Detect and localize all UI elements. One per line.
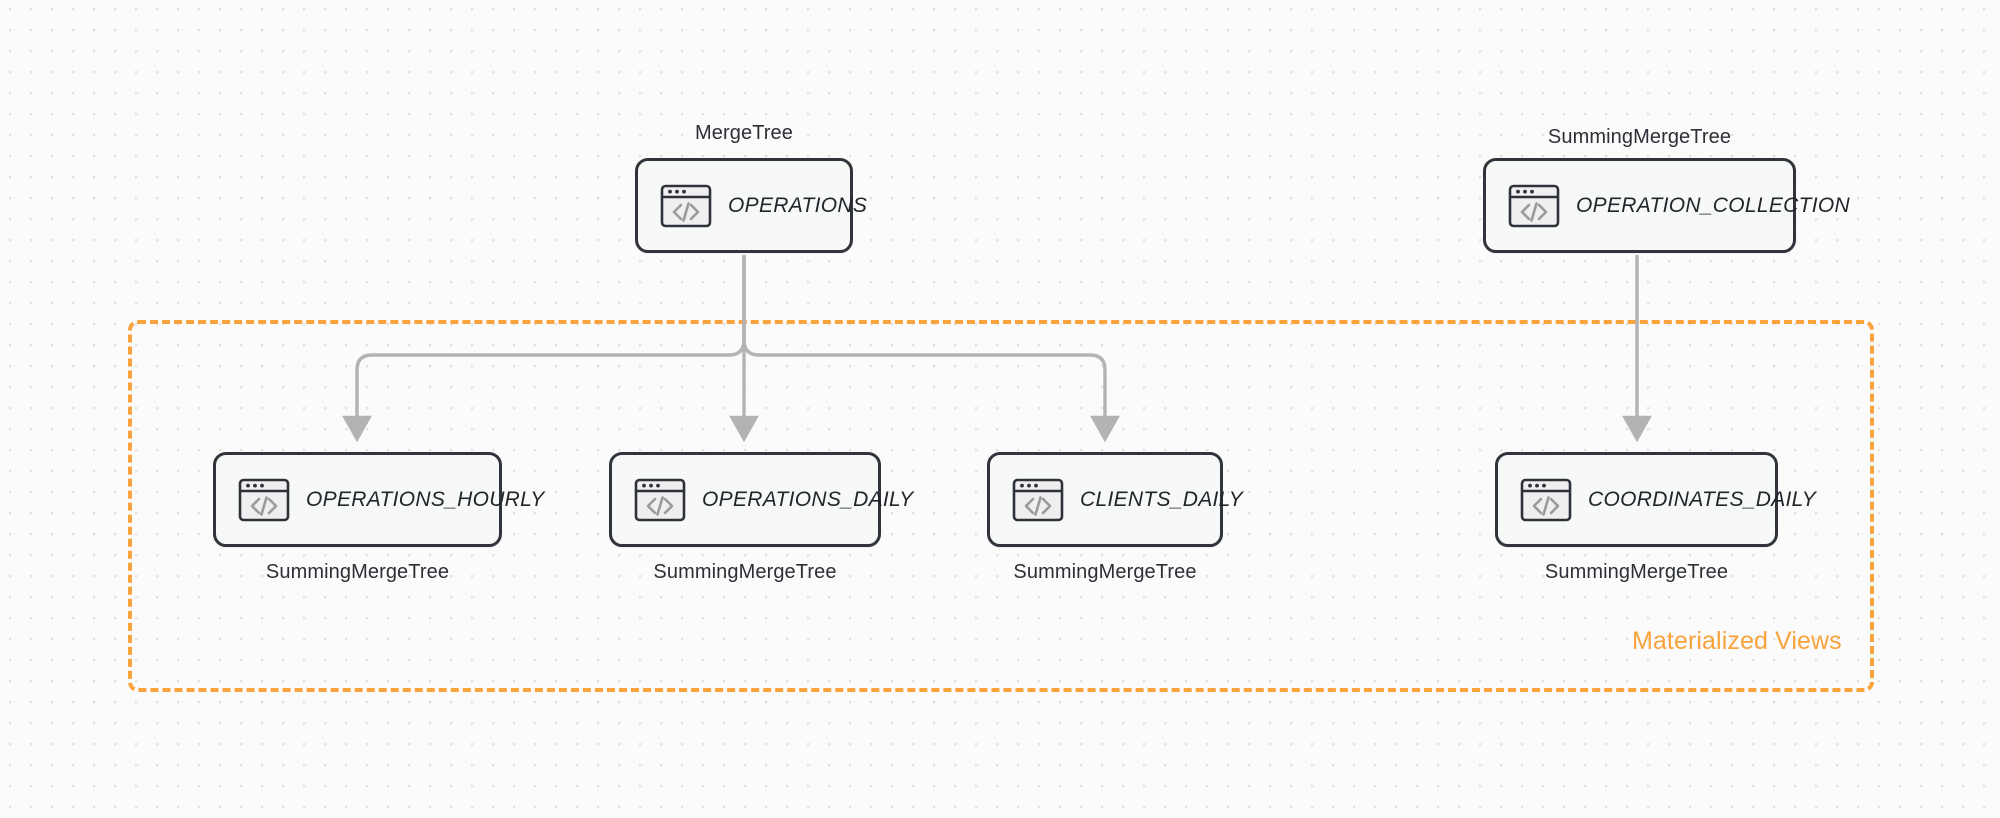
node-operations[interactable]: OPERATIONS [635,158,867,253]
engine-label-operations-daily: SummingMergeTree [653,561,837,583]
code-window-icon [1012,478,1064,521]
code-window-icon [1520,478,1572,521]
node-title-clients-daily: CLIENTS_DAILY [1080,487,1244,511]
node-operations-daily[interactable]: OPERATIONS_DAILY [609,452,913,547]
node-title-operations-daily: OPERATIONS_DAILY [702,487,914,511]
materialized-views-group-label: Materialized Views [1632,627,1842,655]
node-operations-hourly[interactable]: OPERATIONS_HOURLY [213,452,544,547]
engine-label-operations: MergeTree [695,122,793,144]
node-title-operation-collection: OPERATION_COLLECTION [1576,193,1850,217]
code-window-icon [660,184,712,227]
node-operation-collection[interactable]: OPERATION_COLLECTION [1483,158,1850,253]
engine-label-clients-daily: SummingMergeTree [1013,561,1197,583]
code-window-icon [238,478,290,521]
node-coordinates-daily[interactable]: COORDINATES_DAILY [1495,452,1816,547]
engine-label-operation-collection: SummingMergeTree [1547,126,1732,148]
node-clients-daily[interactable]: CLIENTS_DAILY [987,452,1243,547]
code-window-icon [1508,184,1560,227]
code-window-icon [634,478,686,521]
node-title-operations-hourly: OPERATIONS_HOURLY [306,487,545,511]
engine-label-operations-hourly: SummingMergeTree [265,561,450,583]
node-title-coordinates-daily: COORDINATES_DAILY [1588,487,1816,511]
node-title-operations: OPERATIONS [728,193,868,217]
engine-label-coordinates-daily: SummingMergeTree [1544,561,1729,583]
